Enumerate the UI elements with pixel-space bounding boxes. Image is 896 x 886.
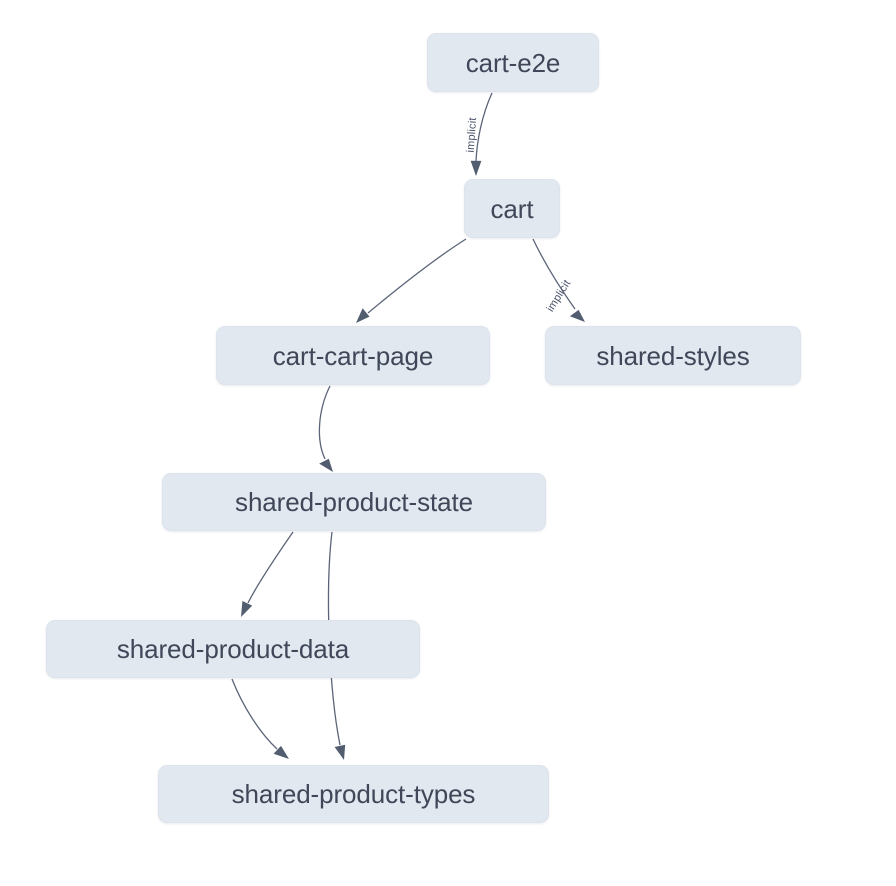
- edge-arrowhead: [334, 744, 346, 760]
- graph-node-shared-product-types[interactable]: shared-product-types: [158, 765, 549, 823]
- edge-arrowhead: [273, 745, 289, 759]
- graph-node-shared-product-state[interactable]: shared-product-state: [162, 473, 546, 531]
- edge-cart-e2e-to-cart: implicit: [465, 92, 493, 176]
- edge-arrowhead: [241, 601, 253, 617]
- edge-cart-to-cart-cart-page: [356, 238, 467, 323]
- node-label: cart: [490, 193, 534, 224]
- node-label: shared-product-data: [116, 634, 350, 664]
- edge-arrowhead: [470, 160, 482, 176]
- edge-path: [318, 385, 331, 460]
- edge-arrowhead: [319, 458, 333, 472]
- edge-label-implicit-1: implicit: [465, 117, 479, 153]
- edge-path: [231, 678, 278, 750]
- edge-shared-product-state-to-shared-product-data: [241, 531, 294, 617]
- node-label: cart-cart-page: [272, 340, 434, 371]
- graph-node-cart-cart-page[interactable]: cart-cart-page: [216, 326, 490, 385]
- graph-node-cart-e2e[interactable]: cart-e2e: [427, 33, 599, 92]
- node-label: shared-styles: [596, 340, 750, 371]
- edge-cart-to-shared-styles: implicit: [532, 238, 585, 322]
- edge-path: [367, 238, 467, 314]
- edge-arrowhead: [569, 309, 585, 322]
- edge-path: [247, 531, 294, 604]
- node-label: shared-product-state: [235, 487, 473, 517]
- graph-node-shared-styles[interactable]: shared-styles: [545, 326, 801, 385]
- edge-arrowhead: [356, 308, 370, 323]
- graph-node-cart[interactable]: cart: [464, 179, 560, 238]
- edge-shared-product-data-to-shared-product-types: [231, 678, 289, 759]
- edge-path: [475, 92, 493, 162]
- edge-cart-cart-page-to-shared-product-state: [318, 385, 333, 472]
- node-label: cart-e2e: [465, 47, 561, 78]
- graph-node-shared-product-data[interactable]: shared-product-data: [46, 620, 420, 678]
- node-label: shared-product-types: [231, 779, 476, 809]
- edge-path: [532, 238, 576, 310]
- edge-label-implicit-2: implicit: [545, 278, 574, 314]
